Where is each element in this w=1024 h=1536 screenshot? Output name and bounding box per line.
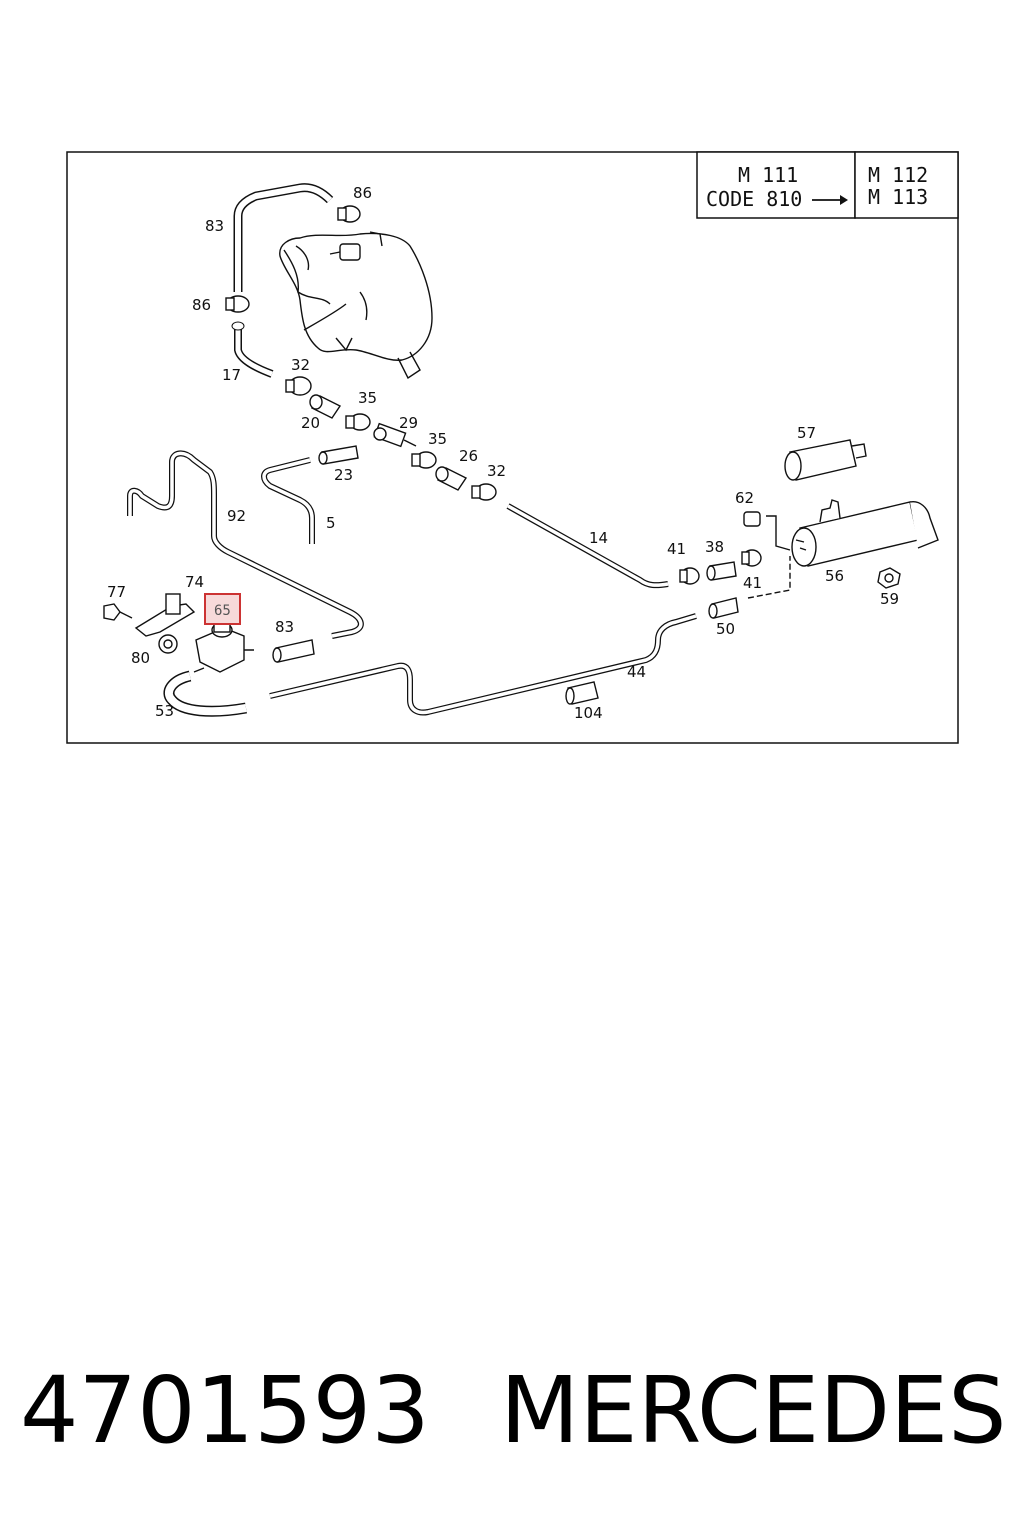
- sleeve-26: [435, 466, 468, 491]
- label-104: 104: [574, 704, 603, 722]
- highlight-label-65: 65: [214, 603, 231, 619]
- parts-diagram: M 111 CODE 810 M 112 M 113: [66, 151, 959, 744]
- label-20: 20: [301, 414, 320, 432]
- clamp-32-top: [285, 376, 312, 396]
- label-14: 14: [589, 529, 608, 547]
- brand-name: MERCEDES: [500, 1357, 1007, 1464]
- hose-23: [318, 445, 359, 465]
- hose-83-lower: [272, 639, 315, 663]
- header-m113: M 113: [868, 185, 928, 209]
- label-32-top: 32: [291, 356, 310, 374]
- line-62: [766, 515, 791, 551]
- pipe-44-inner: [269, 614, 697, 715]
- label-44: 44: [627, 663, 646, 681]
- nut-80: [158, 634, 178, 654]
- line-50: [747, 556, 791, 599]
- label-62: 62: [735, 489, 754, 507]
- label-41-right: 41: [743, 574, 762, 592]
- header-code810: CODE 810: [706, 187, 802, 211]
- label-57: 57: [797, 424, 816, 442]
- reservoir-tank: [279, 231, 433, 380]
- sleeve-62: [743, 511, 761, 527]
- label-41-left: 41: [667, 540, 686, 558]
- label-35-right: 35: [428, 430, 447, 448]
- hose-17-inner: [235, 326, 273, 377]
- label-5: 5: [326, 514, 336, 532]
- clamp-41-right: [741, 549, 762, 567]
- hose-83-upper-inner: [235, 184, 333, 292]
- header-m112: M 112: [868, 163, 928, 187]
- pipe-5-inner: [262, 458, 314, 544]
- sleeve-20: [309, 394, 342, 419]
- clamp-32-right: [471, 483, 497, 501]
- label-74: 74: [185, 573, 204, 591]
- label-56: 56: [825, 567, 844, 585]
- footer-caption: 4701593 MERCEDES: [0, 1356, 1024, 1466]
- hose-83-upper: [233, 183, 334, 292]
- hose-17-end: [231, 321, 245, 331]
- diagram-frame: [66, 151, 959, 744]
- spacer-104: [565, 681, 599, 705]
- label-32-right: 32: [487, 462, 506, 480]
- label-23: 23: [334, 466, 353, 484]
- label-86-left: 86: [192, 296, 211, 314]
- label-83-lower: 83: [275, 618, 294, 636]
- label-26: 26: [459, 447, 478, 465]
- pipe-92: [127, 450, 364, 639]
- clamp-41-left: [679, 567, 700, 585]
- clamp-86-left: [225, 295, 250, 313]
- label-80: 80: [131, 649, 150, 667]
- label-38: 38: [705, 538, 724, 556]
- engine-code-table: M 111 CODE 810 M 112 M 113: [696, 151, 959, 219]
- clamp-86-top: [337, 205, 361, 223]
- label-59: 59: [880, 590, 899, 608]
- label-83-top: 83: [205, 217, 224, 235]
- clamp-35-top: [345, 413, 371, 431]
- part-labels: 5 14 17 20 23 26 29 32 32 35 35 38 41 41…: [107, 184, 899, 722]
- sleeve-38: [706, 561, 737, 581]
- highlight-box-65[interactable]: [204, 593, 241, 625]
- bracket-74: [134, 593, 196, 637]
- nut-59: [877, 567, 901, 589]
- label-86-top: 86: [353, 184, 372, 202]
- part-number: 4701593: [20, 1357, 430, 1464]
- pipe-92-inner: [128, 451, 363, 638]
- charcoal-canister-56: [791, 499, 939, 567]
- arrow-head: [840, 195, 848, 205]
- switchover-valve-65[interactable]: [193, 621, 254, 673]
- valve-29: [373, 422, 417, 448]
- sleeve-50: [708, 597, 739, 619]
- label-53: 53: [155, 702, 174, 720]
- header-m111: M 111: [738, 163, 798, 187]
- label-29: 29: [399, 414, 418, 432]
- pipe-14-inner: [507, 504, 669, 587]
- label-92: 92: [227, 507, 246, 525]
- label-35-top: 35: [358, 389, 377, 407]
- label-17: 17: [222, 366, 241, 384]
- label-77: 77: [107, 583, 126, 601]
- hose-53-inner: [164, 672, 247, 716]
- label-50: 50: [716, 620, 735, 638]
- fuel-filter-57: [784, 439, 867, 481]
- screw-77: [103, 603, 133, 621]
- clamp-35-right: [411, 451, 437, 469]
